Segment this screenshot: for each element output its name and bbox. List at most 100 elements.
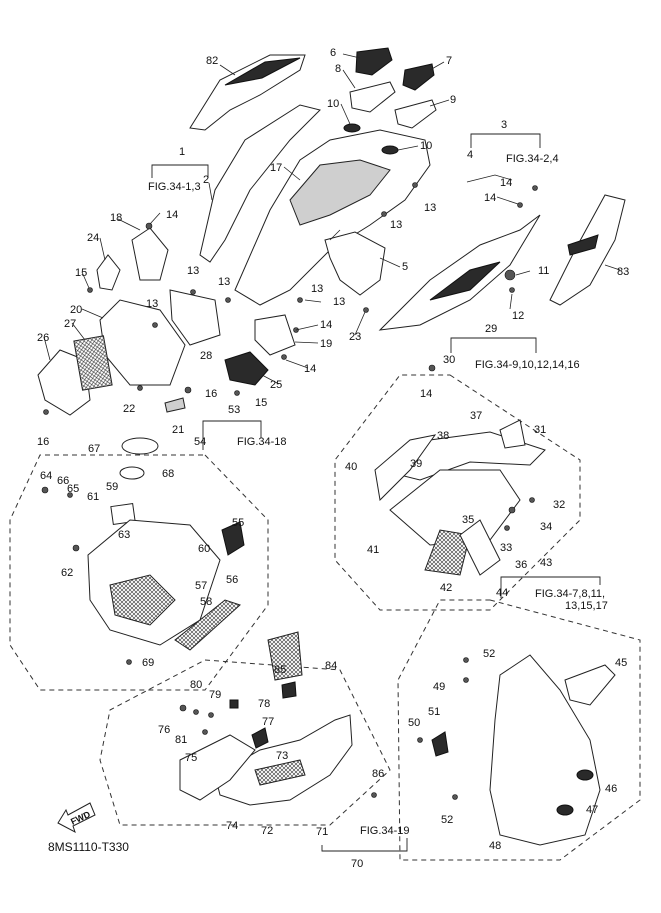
callout-13f: 13: [390, 219, 402, 231]
callout-47: 47: [586, 804, 598, 816]
callout-82: 82: [206, 55, 218, 67]
callout-62: 62: [61, 567, 73, 579]
callout-36: 36: [515, 559, 527, 571]
callout-16b: 16: [37, 436, 49, 448]
fig-ref-70: FIG.34-19: [360, 825, 410, 837]
fig-ref-29: FIG.34-9,10,12,14,16: [475, 359, 580, 371]
hardware-fasteners: [41, 182, 538, 800]
part-59-plate: [110, 502, 136, 526]
callout-14c: 14: [484, 192, 496, 204]
callout-21: 21: [172, 424, 184, 436]
callout-27: 27: [64, 318, 76, 330]
callout-80: 80: [190, 679, 202, 691]
part-77-bracket: [251, 727, 269, 749]
callout-14b: 14: [500, 177, 512, 189]
part-26-side-cover: [37, 349, 91, 416]
callout-25: 25: [270, 379, 282, 391]
callout-6: 6: [330, 47, 336, 59]
part-48-front-cowl: [489, 654, 601, 846]
callout-43: 43: [540, 557, 552, 569]
callout-57: 57: [195, 580, 207, 592]
callout-52b: 52: [441, 814, 453, 826]
part-7-duct: [402, 63, 435, 91]
callout-78: 78: [258, 698, 270, 710]
group-71-outline: [99, 659, 391, 826]
part-4-right-panel: [378, 214, 541, 331]
part-82-stripe: [224, 57, 301, 86]
callout-labels: 1 2 3 4 5 6 7 8 9 10 10 11 12 13 13 13 1…: [37, 47, 629, 870]
callout-13b: 13: [146, 298, 158, 310]
part-82-top-cowl: [189, 54, 306, 131]
part-57-mesh: [109, 574, 176, 626]
callout-23: 23: [349, 331, 361, 343]
callout-69: 69: [142, 657, 154, 669]
callout-73: 73: [276, 750, 288, 762]
callout-48: 48: [489, 840, 501, 852]
group-44-outline: [397, 599, 641, 861]
callout-13c: 13: [218, 276, 230, 288]
part-85-bracket: [281, 681, 297, 699]
part-83-stripe: [567, 234, 599, 256]
callout-1: 1: [179, 146, 185, 158]
callout-31: 31: [534, 424, 546, 436]
callout-13e: 13: [424, 202, 436, 214]
callout-59: 59: [106, 481, 118, 493]
reference-brackets: [151, 133, 601, 852]
part-2-side-panel: [199, 104, 321, 263]
fig-ref-53: FIG.34-18: [237, 436, 287, 448]
part-8-vent: [349, 81, 396, 113]
part-18-bracket: [131, 227, 169, 281]
callout-56: 56: [226, 574, 238, 586]
callout-14a: 14: [166, 209, 178, 221]
callout-54: 54: [194, 436, 206, 448]
callout-46: 46: [605, 783, 617, 795]
callout-76: 76: [158, 724, 170, 736]
callout-44: 44: [496, 587, 508, 599]
callout-22: 22: [123, 403, 135, 415]
callout-38: 38: [437, 430, 449, 442]
callout-13d: 13: [333, 296, 345, 308]
part-6-duct: [355, 47, 393, 76]
callout-67: 67: [88, 443, 100, 455]
callout-70: 70: [351, 858, 363, 870]
part-21-plate: [164, 397, 186, 413]
callout-65: 65: [67, 483, 79, 495]
callout-14f: 14: [420, 388, 432, 400]
callout-14e: 14: [304, 363, 316, 375]
part-45-screen: [564, 664, 616, 706]
callout-49: 49: [433, 681, 445, 693]
callout-75: 75: [185, 752, 197, 764]
part-78-clip: [229, 699, 239, 709]
leader-lines: [43, 53, 621, 385]
callout-86: 86: [372, 768, 384, 780]
callout-10a: 10: [327, 98, 339, 110]
callout-16a: 16: [205, 388, 217, 400]
callout-40: 40: [345, 461, 357, 473]
callout-50: 50: [408, 717, 420, 729]
callout-32: 32: [553, 499, 565, 511]
callout-63: 63: [118, 529, 130, 541]
callout-7: 7: [446, 55, 452, 67]
part-9-vent: [394, 99, 437, 129]
part-31-panel: [499, 419, 526, 449]
callout-10b: 10: [420, 140, 432, 152]
part-40-side: [374, 434, 437, 502]
callout-12: 12: [512, 310, 524, 322]
callout-39: 39: [410, 458, 422, 470]
part-73-mesh: [254, 759, 306, 786]
part-36-cover: [459, 519, 501, 576]
callout-66: 66: [57, 475, 69, 487]
group-54-outline: [9, 454, 269, 691]
callout-68: 68: [162, 468, 174, 480]
part-5-bracket: [324, 231, 386, 296]
part-27-mesh: [73, 335, 113, 391]
part-67-ring: [121, 437, 159, 455]
callout-81: 81: [175, 734, 187, 746]
callout-5: 5: [402, 261, 408, 273]
callout-37: 37: [470, 410, 482, 422]
part-19-bracket: [254, 314, 296, 356]
callout-51: 51: [428, 706, 440, 718]
callout-30: 30: [443, 354, 455, 366]
callout-15b: 15: [255, 397, 267, 409]
